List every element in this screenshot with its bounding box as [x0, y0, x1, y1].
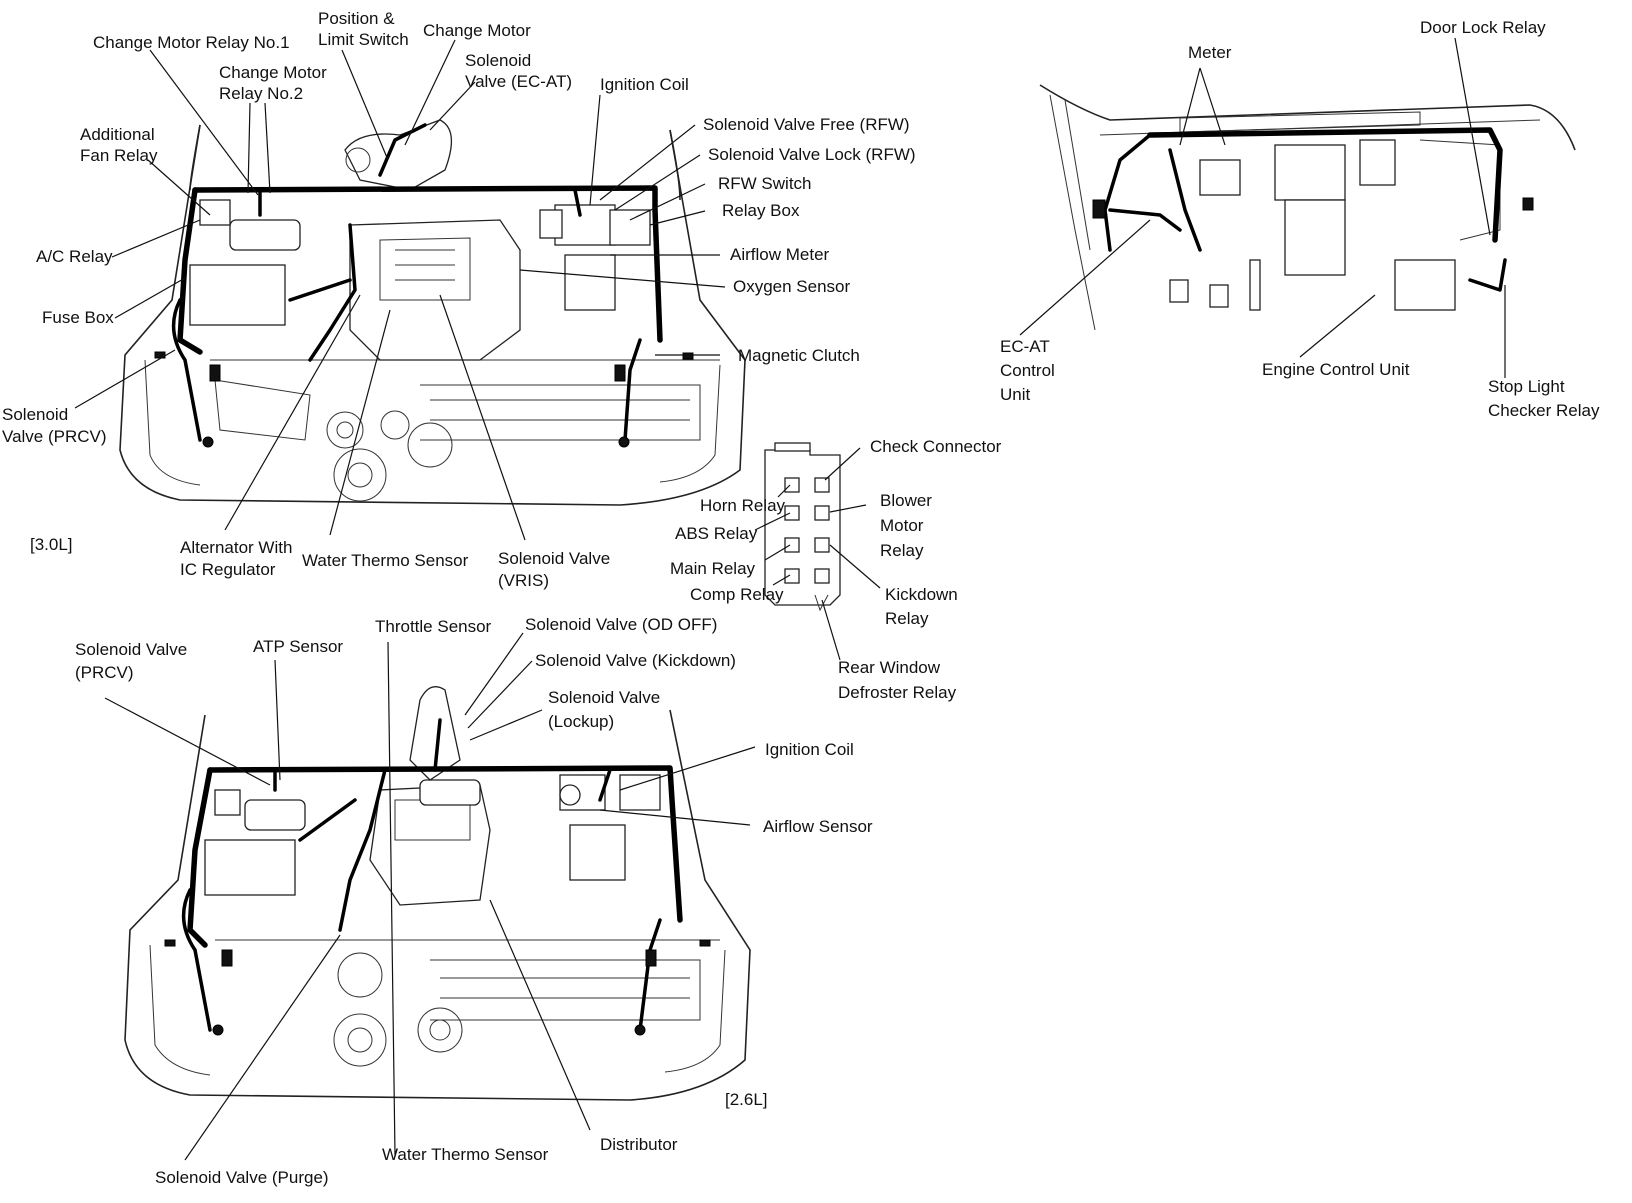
label-sv-od-off: Solenoid Valve (OD OFF) [525, 615, 717, 634]
label-kickdown-2: Relay [885, 609, 929, 628]
label-solenoid-ecat-1: Solenoid [465, 51, 531, 70]
label-change-motor: Change Motor [423, 21, 531, 40]
relay-box-labels: Check Connector Horn Relay Blower Motor … [670, 437, 1002, 702]
label-change-motor-relay-2b: Relay No.2 [219, 84, 303, 103]
label-alternator-2: IC Regulator [180, 560, 276, 579]
label-water-thermo-bottom: Water Thermo Sensor [382, 1145, 549, 1164]
label-ignition-coil-top: Ignition Coil [600, 75, 689, 94]
label-blower-2: Motor [880, 516, 924, 535]
top-leader-lines [74, 39, 726, 541]
label-airflow-sensor: Airflow Sensor [763, 817, 873, 836]
label-oxygen-sensor: Oxygen Sensor [733, 277, 851, 296]
label-atp-sensor: ATP Sensor [253, 637, 343, 656]
label-ac-relay: A/C Relay [36, 247, 113, 266]
label-sv-lockup-2: (Lockup) [548, 712, 614, 731]
label-ecat-1: EC-AT [1000, 337, 1050, 356]
dashboard-labels: Door Lock Relay Meter EC-AT Control Unit… [1000, 18, 1600, 420]
label-sv-prcv-bottom-2: (PRCV) [75, 663, 134, 682]
label-distributor: Distributor [600, 1135, 678, 1154]
label-change-motor-relay-1: Change Motor Relay No.1 [93, 33, 290, 52]
label-blower-1: Blower [880, 491, 932, 510]
relay-box-detail [764, 442, 841, 612]
label-ecu: Engine Control Unit [1262, 360, 1410, 379]
label-rear-window-1: Rear Window [838, 658, 941, 677]
label-airflow-meter: Airflow Meter [730, 245, 830, 264]
label-rfw-switch: RFW Switch [718, 174, 812, 193]
label-comp-relay: Comp Relay [690, 585, 784, 604]
label-alternator-1: Alternator With [180, 538, 292, 557]
label-blower-3: Relay [880, 541, 924, 560]
label-sv-free: Solenoid Valve Free (RFW) [703, 115, 910, 134]
label-water-thermo-top: Water Thermo Sensor [302, 551, 469, 570]
label-sv-vris-2: (VRIS) [498, 571, 549, 590]
label-solenoid-prcv-top-1: Solenoid [2, 405, 68, 424]
label-engine-2-6l: [2.6L] [725, 1090, 768, 1109]
label-magnetic-clutch: Magnetic Clutch [738, 346, 860, 365]
bottom-leader-lines [104, 632, 756, 1161]
bottom-labels: Solenoid Valve (PRCV) ATP Sensor Throttl… [75, 615, 873, 1187]
label-position-limit-switch-2: Limit Switch [318, 30, 409, 49]
label-sv-vris-1: Solenoid Valve [498, 549, 610, 568]
label-sv-lock: Solenoid Valve Lock (RFW) [708, 145, 916, 164]
label-kickdown-1: Kickdown [885, 585, 958, 604]
relay-box-leaders [754, 447, 881, 661]
label-ecat-2: Control [1000, 361, 1055, 380]
label-additional-fan-relay-1: Additional [80, 125, 155, 144]
engine-bay-3-0l [119, 119, 746, 506]
label-solenoid-prcv-top-2: Valve (PRCV) [2, 427, 107, 446]
label-additional-fan-relay-2: Fan Relay [80, 146, 158, 165]
label-sv-lockup-1: Solenoid Valve [548, 688, 660, 707]
label-fuse-box: Fuse Box [42, 308, 114, 327]
label-horn-relay: Horn Relay [700, 496, 786, 515]
top-labels: Change Motor Relay No.1 Position & Limit… [2, 9, 916, 590]
label-ecat-3: Unit [1000, 385, 1031, 404]
label-abs-relay: ABS Relay [675, 524, 758, 543]
label-stop-light-2: Checker Relay [1488, 401, 1600, 420]
label-relay-box: Relay Box [722, 201, 800, 220]
label-door-lock-relay: Door Lock Relay [1420, 18, 1546, 37]
label-sv-kickdown: Solenoid Valve (Kickdown) [535, 651, 736, 670]
label-change-motor-relay-2a: Change Motor [219, 63, 327, 82]
label-sv-prcv-bottom-1: Solenoid Valve [75, 640, 187, 659]
label-main-relay: Main Relay [670, 559, 756, 578]
label-sv-purge: Solenoid Valve (Purge) [155, 1168, 329, 1187]
label-stop-light-1: Stop Light [1488, 377, 1565, 396]
label-check-connector: Check Connector [870, 437, 1002, 456]
label-solenoid-ecat-2: Valve (EC-AT) [465, 72, 572, 91]
label-position-limit-switch-1: Position & [318, 9, 395, 28]
label-rear-window-2: Defroster Relay [838, 683, 957, 702]
label-meter: Meter [1188, 43, 1232, 62]
dashboard-view [1039, 84, 1576, 331]
label-throttle-sensor: Throttle Sensor [375, 617, 492, 636]
label-ignition-coil-bottom: Ignition Coil [765, 740, 854, 759]
engine-bay-2-6l [124, 686, 751, 1101]
label-engine-3-0l: [3.0L] [30, 535, 73, 554]
dashboard-leaders [1019, 37, 1506, 378]
